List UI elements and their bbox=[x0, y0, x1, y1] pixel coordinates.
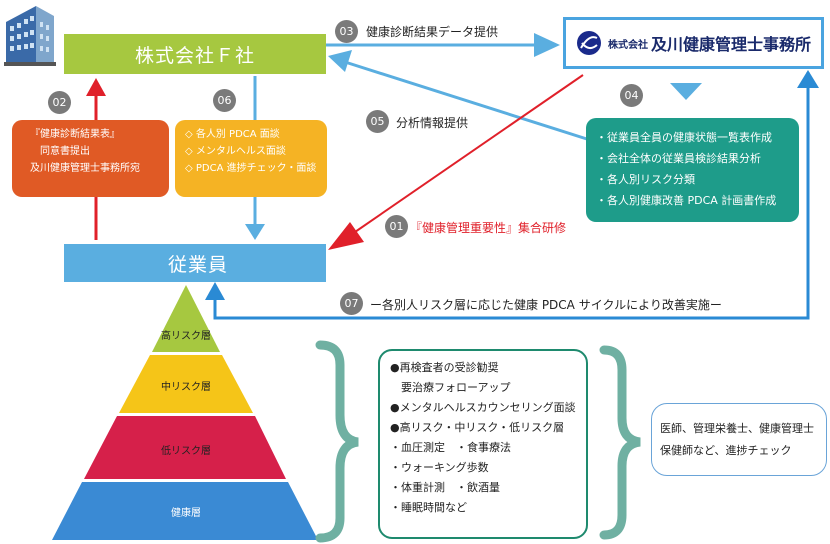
measure-item: ●メンタルヘルスカウンセリング面談 bbox=[390, 401, 576, 414]
risk-pyramid bbox=[52, 285, 318, 540]
office-name: 及川健康管理士事務所 bbox=[650, 35, 811, 54]
step-07-badge: 07 bbox=[340, 292, 363, 315]
measure-item: ●高リスク・中リスク・低リスク層 bbox=[390, 421, 565, 434]
pyramid-label-healthy: 健康層 bbox=[171, 508, 201, 519]
step-07-label: ー各別人リスク層に応じた健康 PDCA サイクルにより改善実施ー bbox=[370, 298, 722, 312]
step-03-label: 健康診断結果データ提供 bbox=[366, 25, 499, 39]
interview-box: ◇ 各人別 PDCA 面談 ◇ メンタルヘルス面談 ◇ PDCA 進捗チェック・… bbox=[175, 120, 327, 197]
measure-item: ・ウォーキング歩数 bbox=[390, 461, 489, 474]
consent-line: 及川健康管理士事務所宛 bbox=[30, 163, 140, 174]
company-box: 株式会社Ｆ社 bbox=[64, 34, 326, 74]
analysis-line: ・各人別リスク分類 bbox=[596, 173, 695, 186]
checkers-box: 医師、管理栄養士、健康管理士 保健師など、進捗チェック bbox=[651, 403, 827, 476]
analysis-box: ・従業員全員の健康状態一覧表作成 ・会社全体の従業員検診結果分析 ・各人別リスク… bbox=[586, 118, 799, 222]
step-01-badge: 01 bbox=[385, 215, 408, 238]
interview-line: ◇ 各人別 PDCA 面談 bbox=[185, 129, 280, 140]
consent-line: 同意書提出 bbox=[40, 146, 90, 157]
pyramid-label-low: 低リスク層 bbox=[161, 446, 211, 457]
step-06-badge: 06 bbox=[213, 89, 236, 112]
analysis-line: ・各人別健康改善 PDCA 計画書作成 bbox=[596, 194, 777, 207]
employee-label: 従業員 bbox=[168, 253, 229, 276]
measures-box: ●再検査者の受診勧奨 要治療フォローアップ ●メンタルヘルスカウンセリング面談 … bbox=[378, 349, 588, 539]
analysis-line: ・従業員全員の健康状態一覧表作成 bbox=[596, 131, 772, 144]
measure-item: 要治療フォローアップ bbox=[390, 381, 511, 394]
interview-line: ◇ PDCA 進捗チェック・面談 bbox=[185, 163, 317, 174]
office-logo-icon bbox=[576, 31, 601, 55]
company-name: 株式会社Ｆ社 bbox=[134, 44, 255, 67]
analysis-line: ・会社全体の従業員検診結果分析 bbox=[596, 152, 761, 165]
step-05-label: 分析情報提供 bbox=[396, 116, 469, 130]
step-01-label: 『健康管理重要性』集合研修 bbox=[410, 221, 567, 235]
measure-item: ●再検査者の受診勧奨 bbox=[390, 361, 499, 374]
checkers-line: 保健師など、進捗チェック bbox=[660, 444, 792, 457]
measure-item: ・睡眠時間など bbox=[390, 501, 467, 514]
step-05-badge: 05 bbox=[366, 110, 389, 133]
measure-item: ・血圧測定 ・食事療法 bbox=[390, 441, 511, 454]
step-03-badge: 03 bbox=[335, 20, 358, 43]
pyramid-label-high: 高リスク層 bbox=[161, 331, 211, 342]
consent-box: 『健康診断結果表』 同意書提出 及川健康管理士事務所宛 bbox=[12, 120, 169, 197]
interview-line: ◇ メンタルヘルス面談 bbox=[185, 146, 286, 157]
measure-item: ・体重計測 ・飲酒量 bbox=[390, 481, 500, 494]
office-prefix: 株式会社 bbox=[607, 39, 648, 51]
step-02-badge: 02 bbox=[48, 91, 71, 114]
consent-line: 『健康診断結果表』 bbox=[30, 129, 120, 140]
office-box: 株式会社 及川健康管理士事務所 bbox=[563, 17, 824, 69]
building-icon bbox=[4, 6, 56, 66]
step-04-badge: 04 bbox=[620, 84, 643, 107]
pyramid-label-mid: 中リスク層 bbox=[161, 382, 211, 393]
checkers-line: 医師、管理栄養士、健康管理士 bbox=[660, 422, 814, 435]
employee-box: 従業員 bbox=[64, 244, 326, 282]
